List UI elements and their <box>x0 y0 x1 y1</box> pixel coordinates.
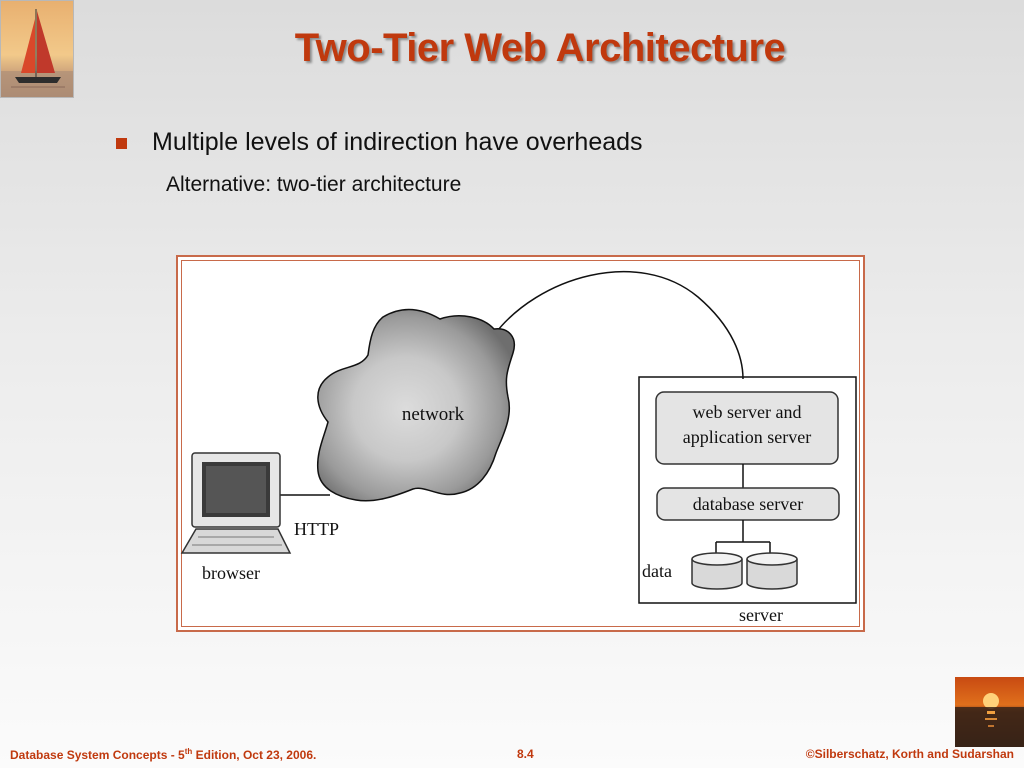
web-app-server-line2: application server <box>683 427 811 447</box>
footer-source-suffix: Edition, Oct 23, 2006. <box>192 748 317 762</box>
data-label: data <box>642 561 672 581</box>
sailboat-logo-image <box>0 0 74 98</box>
bullet-text: Multiple levels of indirection have over… <box>152 128 643 156</box>
database-server-label: database server <box>693 494 803 514</box>
web-app-server-line1: web server and <box>693 402 802 422</box>
slide-title: Two-Tier Web Architecture <box>294 26 786 70</box>
architecture-figure: network HTTP browser web server and appl… <box>176 255 865 632</box>
network-label: network <box>402 404 465 425</box>
bullet-square-icon <box>116 138 127 149</box>
footer-source-sup: th <box>184 747 193 756</box>
footer-source: Database System Concepts - 5th Edition, … <box>10 747 316 762</box>
http-label: HTTP <box>294 519 339 539</box>
network-cloud-shape <box>316 308 515 502</box>
footer-page-number: 8.4 <box>517 747 534 761</box>
database-disk-icon <box>691 552 743 590</box>
footer-source-prefix: Database System Concepts - 5 <box>10 748 185 762</box>
database-server-box <box>656 487 840 521</box>
figure-inner-border <box>181 260 860 627</box>
browser-computer-icon <box>180 452 292 554</box>
web-app-server-box <box>655 391 839 465</box>
network-to-server-link <box>493 271 744 380</box>
sunset-logo-image <box>955 677 1024 747</box>
database-disk-icon <box>746 552 798 590</box>
browser-label: browser <box>202 563 260 583</box>
server-label: server <box>739 605 783 625</box>
sub-bullet-text: Alternative: two-tier architecture <box>166 173 462 196</box>
server-box <box>638 376 857 604</box>
footer-copyright: ©Silberschatz, Korth and Sudarshan <box>805 747 1014 761</box>
